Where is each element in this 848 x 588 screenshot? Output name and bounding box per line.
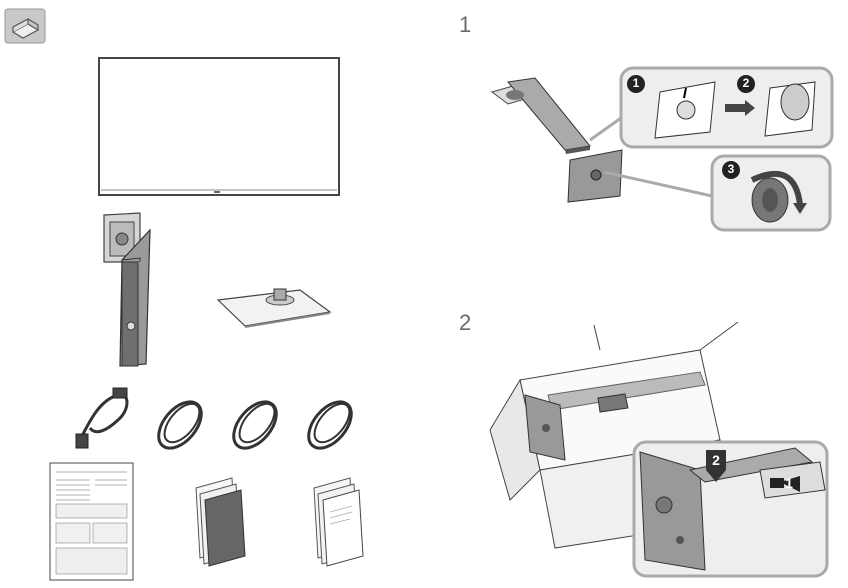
callout-badge-2-label: 2 (742, 76, 750, 90)
callout-badge-3 (722, 161, 740, 179)
power-cable-illustration (75, 387, 129, 449)
usb-cable (307, 400, 353, 450)
callout-badge-2 (737, 75, 755, 93)
step1-callout-panel-top (589, 66, 834, 149)
callout-badge-1 (627, 75, 645, 93)
video-cable-2 (232, 400, 278, 450)
callout-badge-3-label: 3 (727, 162, 735, 176)
step1-callout-panel-bottom (603, 154, 832, 232)
stand-base-illustration (216, 288, 332, 328)
quick-setup-guide-booklet (195, 477, 246, 567)
step2-arrow-2-label: 2 (712, 452, 720, 468)
step-1-number: 1 (459, 12, 472, 37)
step-2-number: 2 (459, 310, 472, 335)
step2-callout-panel (632, 440, 829, 578)
stand-riser-illustration (103, 212, 151, 367)
calibration-report-document (49, 462, 134, 581)
box-contents-icon (4, 8, 46, 44)
video-cable-1 (157, 400, 203, 450)
step2-arrow-1-label: 1 (785, 475, 793, 491)
callout-badge-1-label: 1 (632, 76, 640, 90)
safety-information-booklet (313, 477, 364, 567)
monitor-illustration (98, 57, 340, 196)
step1-stand-illustration (490, 77, 623, 203)
